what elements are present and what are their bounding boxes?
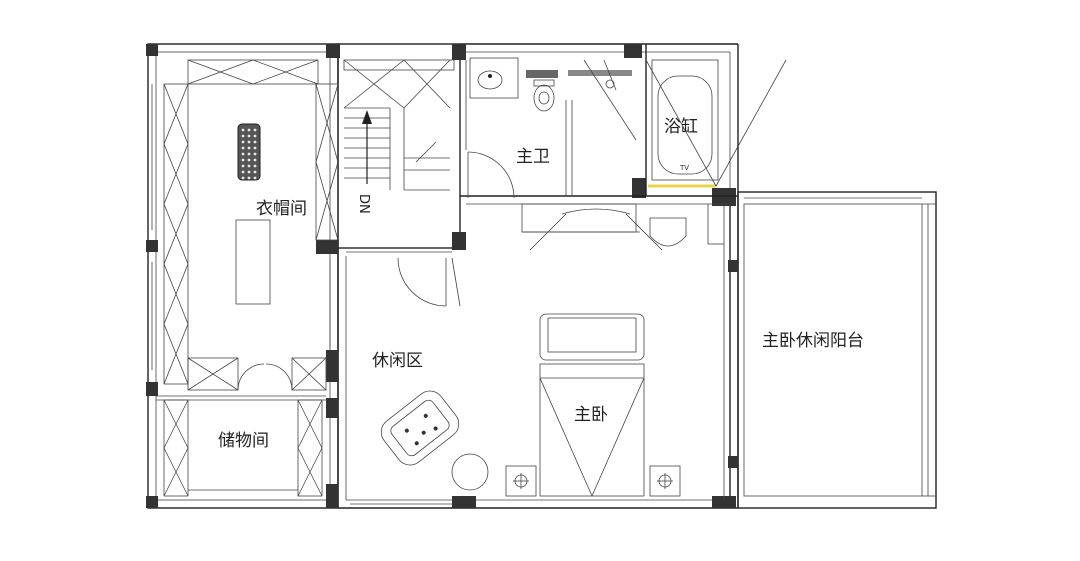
room-label-lounge: 休闲区 [372,351,423,371]
room-label-master-balcony: 主卧休闲阳台 [762,331,864,351]
master-bath [460,44,787,251]
ottoman-dot [241,128,245,132]
ottoman-dot [253,146,257,150]
ottoman-dot [241,134,245,138]
room-label-master-bath: 主卫 [516,147,550,167]
sofa-icon [539,313,645,361]
ottoman-dot [253,140,257,144]
ottoman-dot [253,128,257,132]
room-label-master-bedroom: 主卧 [574,405,608,425]
ottoman-dot [241,146,245,150]
ottoman-dot [241,164,245,168]
ottoman-dot [241,158,245,162]
storage-wardrobes [163,399,323,497]
armchair-icon [380,390,460,466]
ottoman-dot [253,152,257,156]
closet-wardrobes [151,59,339,401]
ottoman-dot [247,128,251,132]
lounge-furniture [350,390,489,505]
vanity [469,57,519,99]
nightstand-right [649,465,681,497]
ottoman-dot [247,176,251,180]
staircase [343,59,455,191]
room-label-bathtub: 浴缸 [664,116,698,137]
toilet-icon [533,79,555,112]
ottoman-dot [247,134,251,138]
stair-down-label: DN [356,194,371,214]
nightstand-left [505,465,537,497]
ottoman-dot [247,146,251,150]
ottoman-dot [247,152,251,156]
lounge-door [329,251,461,348]
ottoman-dot [247,170,251,174]
bathtub-icon [651,59,719,181]
tv-label: TV [679,164,689,172]
ottoman-dot [241,140,245,144]
room-label-storage: 储物间 [218,431,269,451]
ottoman-dot [253,158,257,162]
side-table-icon [451,453,489,491]
ottoman [237,123,261,181]
closet-island [235,219,271,305]
sink-icon [477,70,503,90]
bed-icon [539,363,645,497]
ottoman-dot [241,152,245,156]
ottoman-dot [247,164,251,168]
ottoman-dot [253,134,257,138]
balcony [737,191,937,509]
ottoman-dot [241,176,245,180]
master-bedroom-furniture [505,206,725,500]
ottoman-dot [241,170,245,174]
ottoman-dot [247,140,251,144]
ottoman-dot [247,158,251,162]
ottoman-dot [253,170,257,174]
columns [146,44,738,508]
ottoman-dot [253,176,257,180]
room-label-walk-in-closet: 衣帽间 [256,199,307,219]
ottoman-dot [253,164,257,168]
